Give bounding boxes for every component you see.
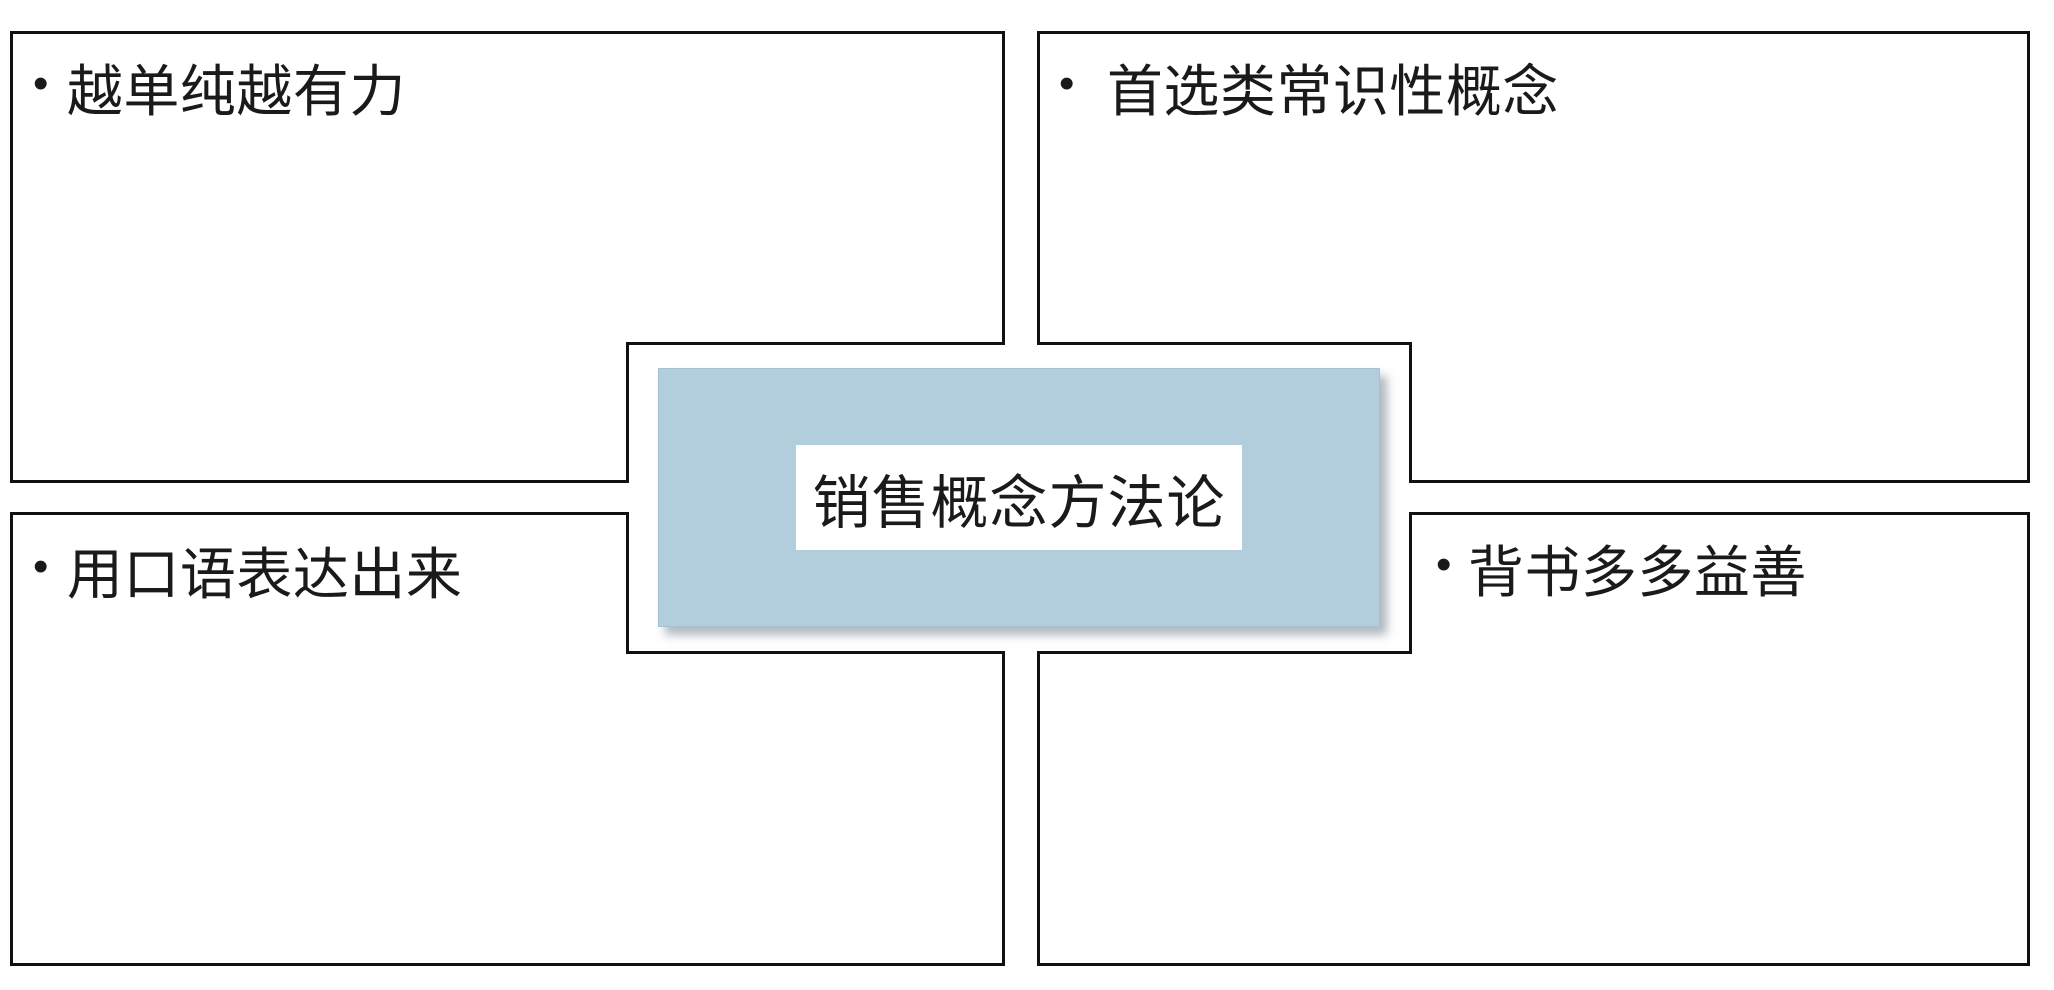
- quadrant-top-left-label: 越单纯越有力: [66, 59, 406, 123]
- bullet-icon: •: [1436, 540, 1452, 589]
- quadrant-top-right-label: 首选类常识性概念: [1106, 59, 1559, 123]
- quadrant-bottom-right-label: 背书多多益善: [1467, 540, 1807, 604]
- center-concept-box: 销售概念方法论: [658, 368, 1380, 627]
- bottom-right-box-outline: [1037, 512, 2030, 966]
- quadrant-bottom-left-text: • 用口语表达出来: [33, 538, 462, 606]
- quadrant-top-right-text: • 首选类常识性概念: [1059, 55, 1559, 123]
- center-concept-title: 销售概念方法论: [796, 445, 1242, 550]
- top-left-box-outline: [10, 31, 1005, 483]
- bullet-icon: •: [33, 542, 49, 591]
- bullet-icon: •: [1059, 59, 1075, 108]
- bullet-icon: •: [33, 59, 49, 108]
- quadrant-bottom-right-text: • 背书多多益善: [1436, 536, 1807, 604]
- quadrant-bottom-left-label: 用口语表达出来: [66, 542, 463, 606]
- quadrant-top-left-text: • 越单纯越有力: [33, 55, 406, 123]
- bottom-left-box-outline: [10, 512, 1005, 966]
- top-right-box-outline: [1037, 31, 2030, 483]
